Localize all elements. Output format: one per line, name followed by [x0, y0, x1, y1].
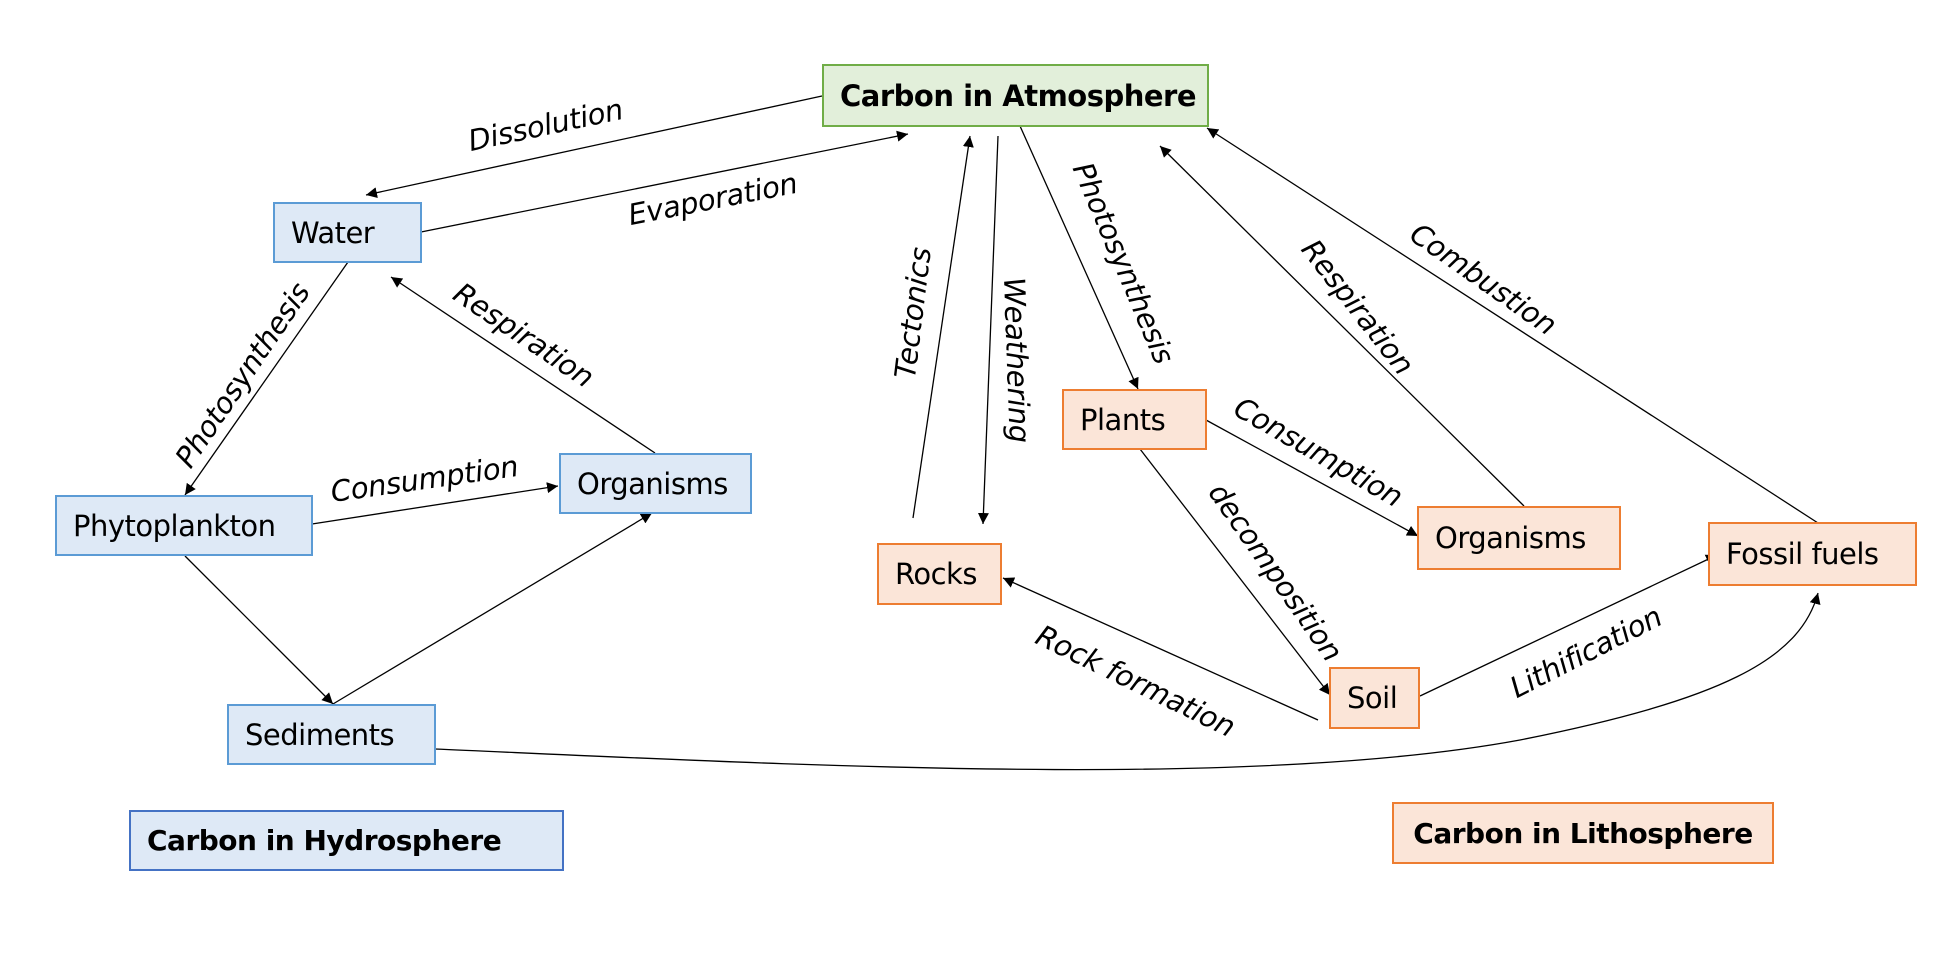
- node-fossil-fuels: Fossil fuels: [1708, 522, 1917, 586]
- edge-hydro-respiration: [390, 276, 656, 454]
- edge-litho-respiration: [1159, 145, 1525, 507]
- edge-combustion: [1206, 127, 1819, 524]
- edge-hydro-photosynthesis: [184, 261, 349, 496]
- edge-sediments-organisms: [332, 512, 653, 705]
- node-carbon-in-atmosphere: Carbon in Atmosphere: [822, 64, 1209, 127]
- node-sediments: Sediments: [227, 704, 436, 765]
- edge-litho-photosynthesis: [1019, 125, 1139, 390]
- edge-dissolution: [365, 95, 823, 199]
- edge-weathering: [977, 135, 999, 525]
- node-phytoplankton: Phytoplankton: [55, 495, 313, 556]
- node-water: Water: [273, 202, 422, 263]
- node-litho-organisms: Organisms: [1417, 506, 1621, 570]
- edge-evaporation: [420, 130, 909, 233]
- edge-rock-formation: [1002, 577, 1319, 721]
- edge-hydro-consumption: [311, 482, 559, 525]
- legend-hydrosphere: Carbon in Hydrosphere: [129, 810, 564, 871]
- label-weathering: Weathering: [996, 276, 1037, 444]
- node-plants: Plants: [1062, 389, 1207, 450]
- edge-litho-consumption: [1205, 419, 1419, 537]
- edge-phyto-sediments: [184, 555, 334, 705]
- edge-tectonics: [912, 135, 974, 519]
- legend-lithosphere: Carbon in Lithosphere: [1392, 802, 1774, 864]
- node-rocks: Rocks: [877, 543, 1002, 605]
- edge-sediments-fossil: [434, 592, 1821, 771]
- edge-decomposition: [1139, 448, 1331, 696]
- node-soil: Soil: [1329, 667, 1420, 729]
- edge-lithification: [1419, 554, 1718, 697]
- node-hydro-organisms: Organisms: [559, 453, 752, 514]
